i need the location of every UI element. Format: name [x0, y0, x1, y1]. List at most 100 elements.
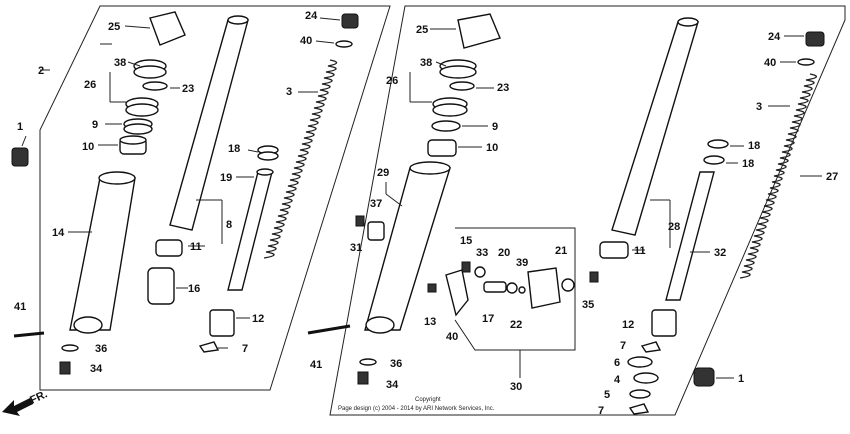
left-fork-outline — [39, 5, 391, 391]
adjuster-part-17 — [483, 281, 507, 293]
spring-part-12-left — [209, 309, 235, 337]
spring-part-3-right — [739, 73, 817, 279]
label-19: 19 — [220, 172, 232, 184]
cover-part-22 — [527, 267, 561, 309]
part-13 — [427, 283, 437, 293]
bolt-part-24-left — [341, 13, 359, 29]
label-36-right: 36 — [390, 358, 402, 370]
label-1-right: 1 — [738, 373, 744, 385]
label-18-left: 18 — [228, 143, 240, 155]
part-33 — [474, 266, 486, 278]
bolt-part-41-right — [307, 324, 351, 335]
oring-part-40-left — [335, 40, 353, 48]
label-25-left: 25 — [108, 21, 120, 33]
spring-part-3-left — [263, 59, 338, 259]
label-7-right-a: 7 — [620, 340, 626, 352]
label-24-left: 24 — [305, 10, 318, 22]
clip-part-7-right-b — [628, 403, 650, 415]
adjuster-group-box-30 — [454, 227, 576, 351]
bushing-part-11-left — [155, 239, 183, 257]
label-14: 14 — [52, 227, 65, 239]
label-10-right: 10 — [486, 142, 498, 154]
label-16: 16 — [188, 283, 200, 295]
label-36-left: 36 — [95, 343, 107, 355]
bolt-part-41-left — [13, 331, 45, 338]
label-13: 13 — [424, 316, 436, 328]
bolt-part-35 — [589, 271, 599, 283]
label-23-left: 23 — [182, 83, 194, 95]
label-28: 28 — [668, 221, 680, 233]
cap-part-1-left — [11, 147, 29, 167]
label-9-left: 9 — [92, 119, 98, 131]
washer-part-36-right — [359, 358, 377, 366]
cover-part-25-left — [149, 11, 186, 46]
label-1-left: 1 — [17, 121, 23, 133]
oring-part-40-right — [797, 58, 815, 66]
part-6 — [627, 356, 653, 368]
label-33: 33 — [476, 247, 488, 259]
clip-part-23-right — [449, 81, 475, 91]
label-18-right-a: 18 — [748, 140, 760, 152]
label-40-left: 40 — [300, 35, 312, 47]
label-6: 6 — [614, 357, 620, 369]
part-31 — [367, 221, 385, 241]
spring-part-12-right — [651, 309, 677, 337]
part-37 — [355, 215, 365, 227]
label-24-right: 24 — [768, 31, 781, 43]
collar-part-18-right-b — [703, 155, 725, 165]
gasket-part-40-right — [445, 269, 469, 317]
part-39 — [518, 286, 526, 294]
label-34-left: 34 — [90, 363, 103, 375]
clip-part-23-left — [142, 81, 168, 91]
label-2: 2 — [38, 65, 44, 77]
label-12-left: 12 — [252, 313, 264, 325]
label-30: 30 — [510, 381, 522, 393]
label-26-right: 26 — [386, 75, 398, 87]
label-15: 15 — [460, 235, 472, 247]
label-25-right: 25 — [416, 24, 428, 36]
label-9-right: 9 — [492, 121, 498, 133]
piece-part-16-left — [147, 267, 175, 305]
part-20 — [506, 282, 518, 294]
label-34-right: 34 — [386, 379, 399, 391]
bushing-part-11-right — [599, 241, 629, 259]
label-17: 17 — [482, 313, 494, 325]
label-4: 4 — [614, 374, 621, 386]
label-40-right: 40 — [446, 331, 458, 343]
bolt-part-34-left — [59, 361, 71, 375]
label-39: 39 — [516, 257, 528, 269]
label-11-right: 11 — [634, 245, 646, 257]
label-38-left: 38 — [114, 57, 126, 69]
label-41-right: 41 — [310, 359, 322, 371]
collar-part-18-right-a — [707, 139, 729, 149]
bolt-part-34-right — [357, 371, 369, 385]
copyright-text: Page design (c) 2004 - 2014 by ARI Netwo… — [338, 406, 495, 412]
part-21 — [561, 278, 575, 292]
washer-part-36-left — [61, 344, 79, 352]
part-5 — [629, 389, 651, 399]
label-7-left: 7 — [242, 343, 248, 355]
label-26-left: 26 — [84, 79, 96, 91]
label-40-right-top: 40 — [764, 57, 776, 69]
cover-part-25-right — [457, 13, 501, 49]
label-8: 8 — [226, 219, 232, 231]
label-18-right-b: 18 — [742, 158, 754, 170]
label-37: 37 — [370, 198, 382, 210]
label-5: 5 — [604, 389, 610, 401]
label-12-right: 12 — [622, 319, 634, 331]
label-29: 29 — [377, 167, 389, 179]
label-20: 20 — [498, 247, 510, 259]
label-41-left: 41 — [14, 301, 26, 313]
part-4 — [633, 372, 659, 384]
bolt-part-24-right — [805, 31, 825, 47]
clip-part-7-left — [198, 341, 220, 353]
bushing-part-10-right — [427, 139, 457, 157]
label-23-right: 23 — [497, 82, 509, 94]
label-3-right: 3 — [756, 101, 762, 113]
washer-part-9-right — [431, 120, 461, 132]
label-31: 31 — [350, 242, 362, 254]
label-10-left: 10 — [82, 141, 94, 153]
